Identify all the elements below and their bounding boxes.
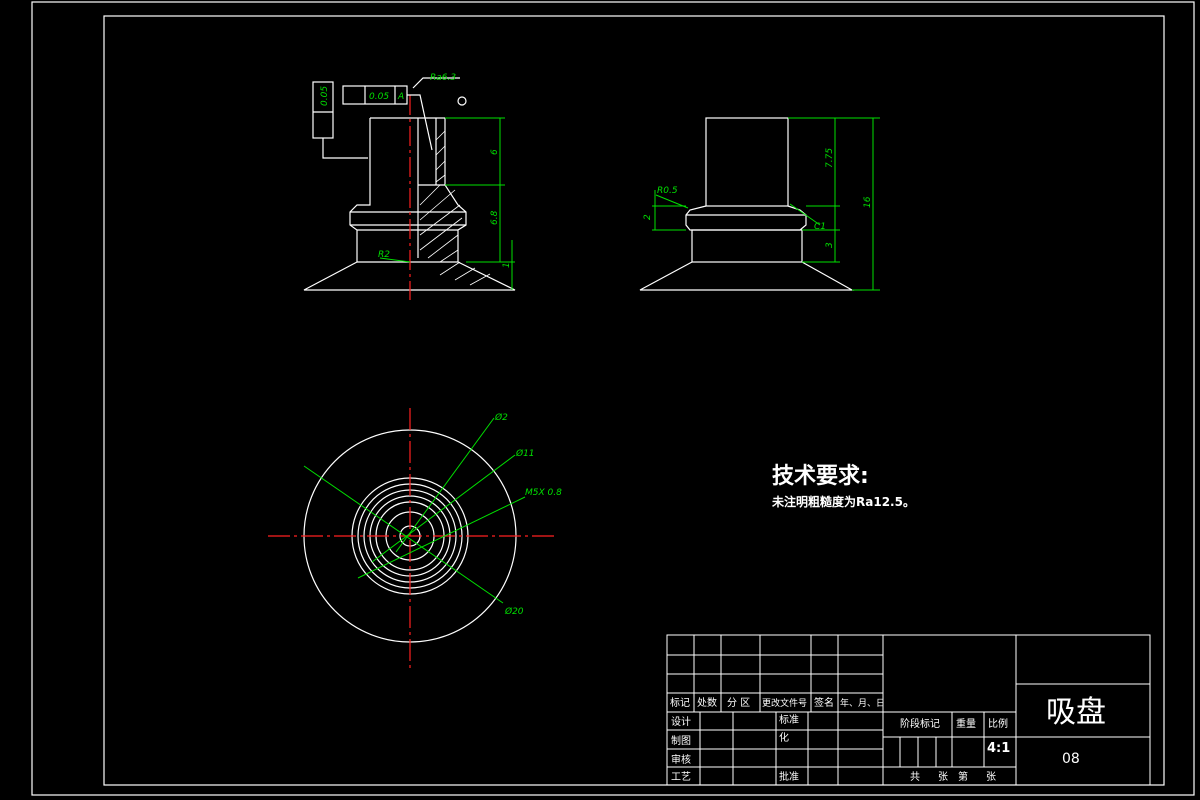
inner-border	[103, 15, 1165, 786]
side-view	[639, 117, 880, 291]
top-view	[268, 408, 556, 668]
front-section-view	[303, 77, 516, 300]
outer-border	[31, 1, 1195, 796]
